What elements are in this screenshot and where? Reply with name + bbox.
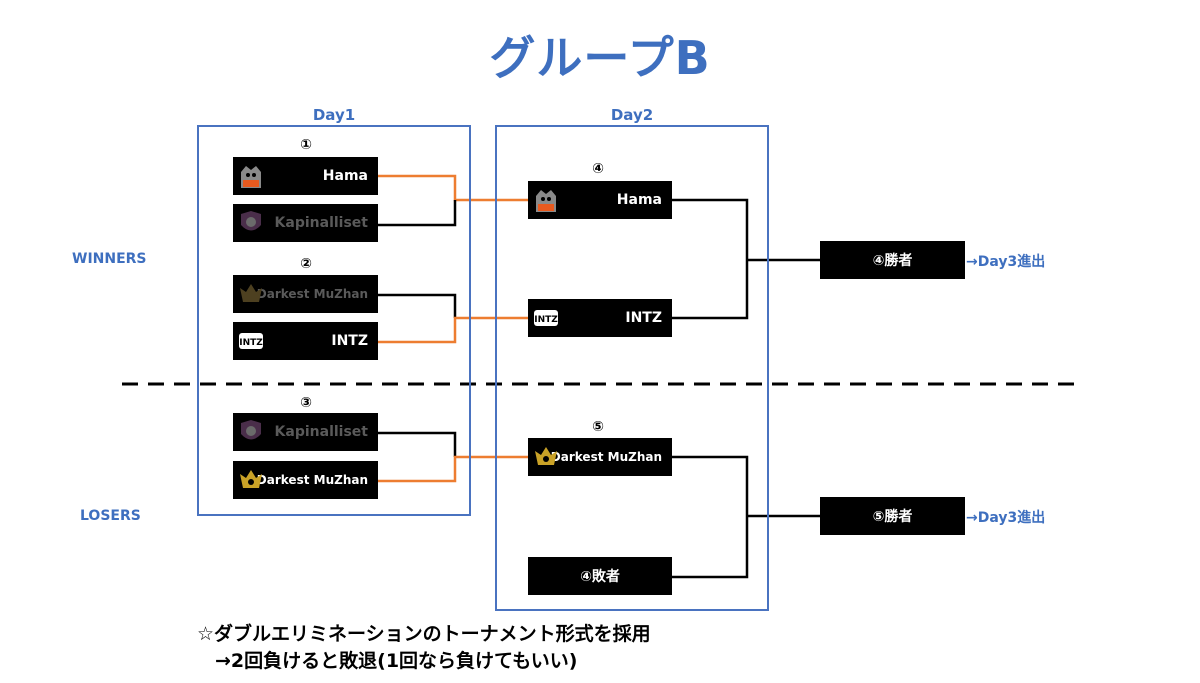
elimination-note: →2回負けると敗退(1回なら負けてもいい) (215, 650, 578, 672)
team-name: INTZ (625, 310, 662, 326)
losers-result-box: ⑤勝者 (820, 497, 965, 535)
m2-loser-line (378, 293, 457, 318)
team-name: Kapinalliset (274, 424, 368, 440)
day1-label: Day1 (312, 106, 356, 124)
team-slot-m1-b: Kapinalliset (233, 204, 378, 242)
svg-text:INTZ: INTZ (534, 315, 558, 325)
team-name: Hama (616, 192, 662, 208)
m1-winner-line (378, 174, 528, 202)
team-name: Hama (322, 168, 368, 184)
svg-text:INTZ: INTZ (239, 338, 263, 348)
kapinalliset-logo-icon (238, 209, 264, 237)
m2-winner-line (378, 316, 528, 344)
team-slot-m2-b: INTZ INTZ (233, 322, 378, 360)
match-number-1: ① (300, 137, 312, 153)
team-name: ④敗者 (580, 569, 620, 585)
team-name: INTZ (331, 333, 368, 349)
result-label: ④勝者 (872, 253, 913, 269)
match-number-4: ④ (592, 161, 604, 177)
team-slot-m5-a: Darkest MuZhan (528, 438, 672, 476)
page-title: グループB (489, 31, 711, 85)
team-slot-m1-a: Hama (233, 157, 378, 195)
match-number-5: ⑤ (592, 419, 604, 435)
m3-winner-line (378, 455, 528, 483)
team-slot-m3-b: Darkest MuZhan (233, 461, 378, 499)
team-slot-m5-b: ④敗者 (528, 557, 672, 595)
format-note: ☆ダブルエリミネーションのトーナメント形式を採用 (197, 623, 651, 645)
day1-box (197, 125, 471, 516)
darkest-muzhan-logo-icon (533, 443, 559, 471)
losers-advance-label: →Day3進出 (966, 510, 1046, 526)
intz-logo-icon: INTZ (238, 331, 264, 351)
match-number-2: ② (300, 256, 312, 272)
day2-box (495, 125, 769, 611)
team-name: Darkest MuZhan (256, 287, 368, 301)
intz-logo-icon: INTZ (533, 308, 559, 328)
day2-label: Day2 (610, 106, 654, 124)
team-name: Kapinalliset (274, 215, 368, 231)
kapinalliset-logo-icon (238, 418, 264, 446)
team-slot-m2-a: Darkest MuZhan (233, 275, 378, 313)
winners-advance-label: →Day3進出 (966, 254, 1046, 270)
team-slot-m4-b: INTZ INTZ (528, 299, 672, 337)
result-label: ⑤勝者 (872, 509, 913, 525)
winners-result-box: ④勝者 (820, 241, 965, 279)
winners-label: WINNERS (72, 251, 147, 267)
team-name: Darkest MuZhan (256, 473, 368, 487)
darkest-muzhan-logo-icon (238, 466, 264, 494)
match-number-3: ③ (300, 395, 312, 411)
m1-loser-line (378, 200, 457, 227)
hama-logo-icon (533, 186, 559, 214)
hama-logo-icon (238, 162, 264, 190)
team-slot-m4-a: Hama (528, 181, 672, 219)
team-slot-m3-a: Kapinalliset (233, 413, 378, 451)
darkest-muzhan-logo-icon (238, 280, 264, 308)
losers-label: LOSERS (80, 508, 141, 524)
m3-loser-line (378, 431, 457, 457)
team-name: Darkest MuZhan (550, 450, 662, 464)
